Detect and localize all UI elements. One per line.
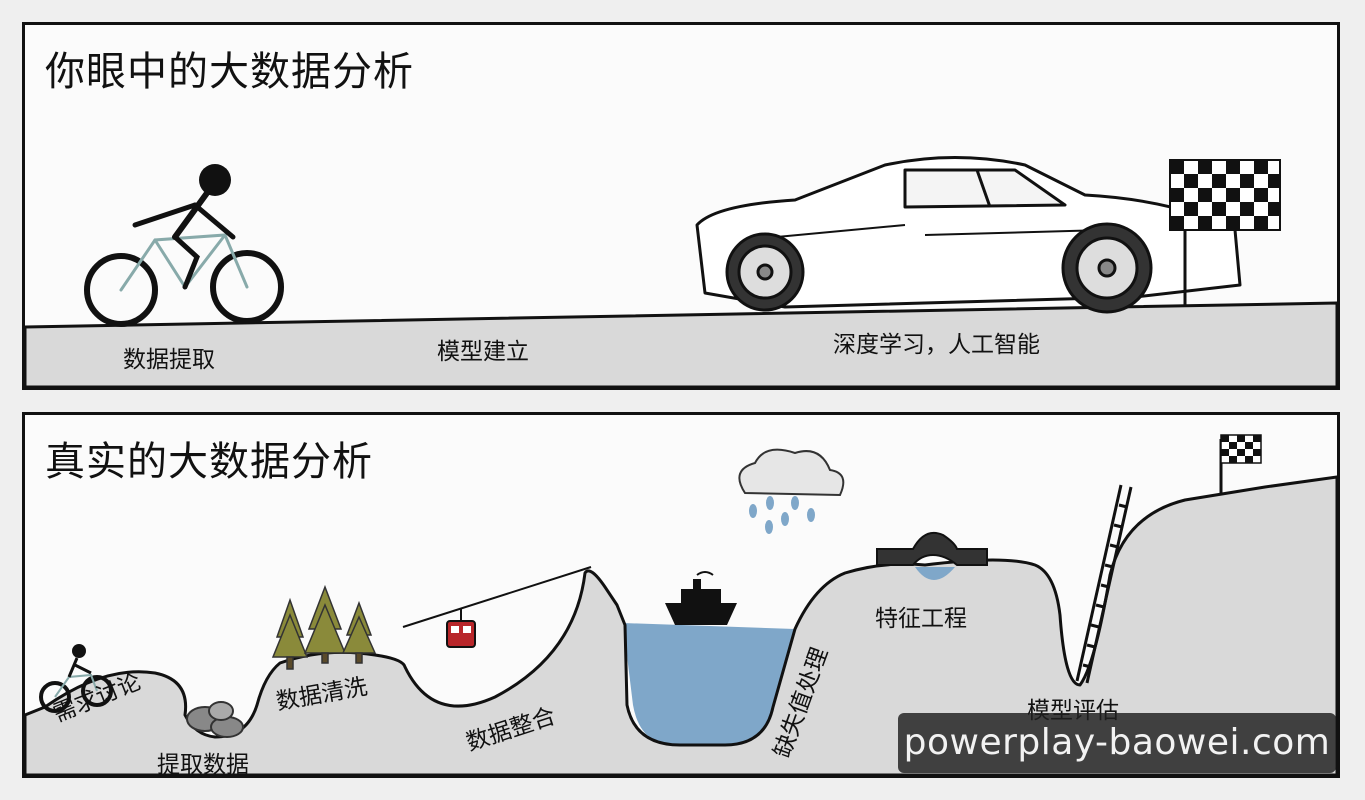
watermark-banner: powerplay-baowei.com bbox=[898, 713, 1336, 773]
top-stage-label: 数据提取 bbox=[123, 347, 215, 373]
bottom-stage-label: 特征工程 bbox=[875, 606, 967, 632]
cable-car-icon bbox=[402, 566, 592, 648]
checkered-flag-icon bbox=[1169, 159, 1281, 305]
cyclist-icon bbox=[39, 644, 113, 713]
ship-icon bbox=[665, 571, 737, 625]
water bbox=[623, 623, 795, 745]
sports-car-icon bbox=[695, 156, 1242, 314]
bridge-icon bbox=[876, 531, 988, 580]
rocks-icon bbox=[186, 701, 244, 738]
bottom-scene bbox=[25, 434, 1337, 775]
top-panel: 你眼中的大数据分析 bbox=[22, 22, 1340, 390]
rain-cloud-icon bbox=[738, 448, 845, 534]
top-ground bbox=[25, 301, 1337, 387]
bottom-stage-label: 提取数据 bbox=[157, 752, 249, 778]
top-panel-title: 你眼中的大数据分析 bbox=[45, 49, 414, 95]
bottom-panel-title: 真实的大数据分析 bbox=[45, 439, 373, 485]
top-scene bbox=[25, 156, 1337, 387]
cyclist-icon bbox=[84, 164, 284, 327]
top-stage-label: 模型建立 bbox=[437, 339, 529, 365]
checkered-flag-icon bbox=[1219, 434, 1262, 493]
top-stage-label: 深度学习，人工智能 bbox=[833, 332, 1040, 358]
trees-icon bbox=[271, 584, 377, 670]
ladder-icon bbox=[1075, 484, 1133, 684]
